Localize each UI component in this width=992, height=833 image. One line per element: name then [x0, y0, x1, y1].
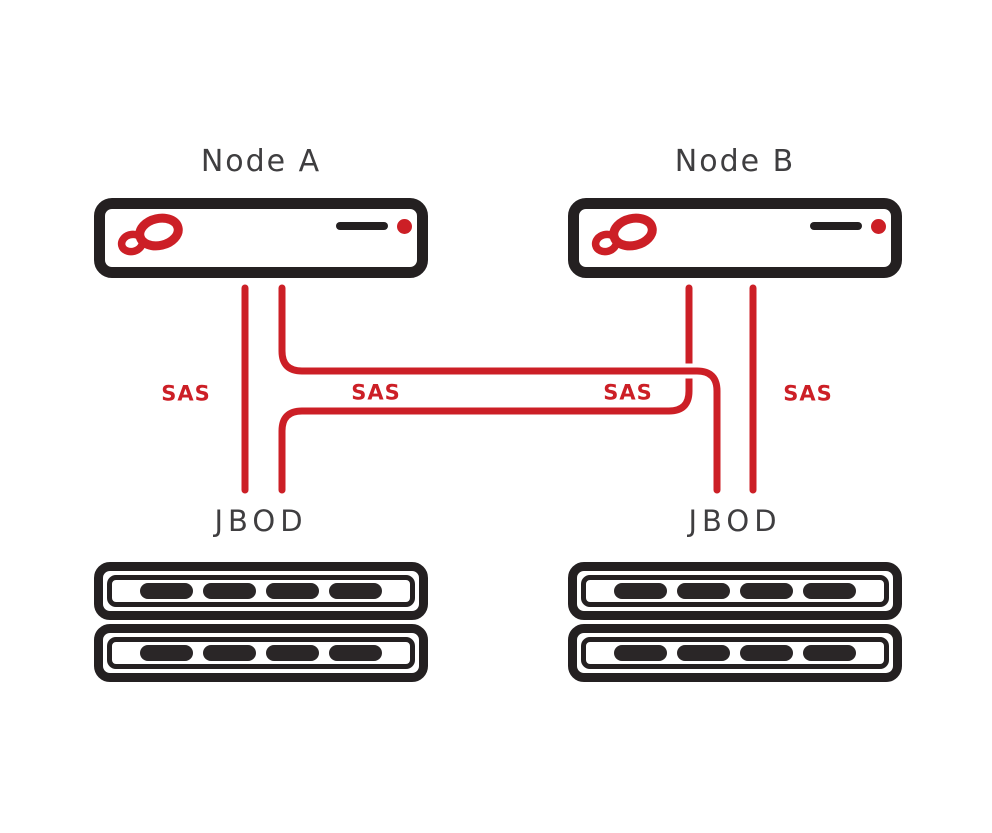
drive-bay [803, 583, 856, 599]
drive-bay [614, 645, 667, 661]
power-led-icon [397, 219, 412, 234]
jbod-b-shelf-1 [568, 562, 902, 620]
power-led-icon [871, 219, 886, 234]
drive-bay [740, 645, 793, 661]
drive-bay [140, 645, 193, 661]
drive-bay [203, 645, 256, 661]
sas-label-left-outer: SAS [161, 381, 211, 406]
node-b-chassis [568, 198, 902, 278]
drive-bay [140, 583, 193, 599]
jbod-a-label: JBOD [214, 504, 308, 538]
drive-bay [614, 583, 667, 599]
node-a-label: Node A [200, 144, 322, 179]
sas-label-left-inner: SAS [351, 380, 401, 405]
shelf-faceplate [581, 575, 889, 607]
drive-slot [810, 222, 862, 230]
drive-bay [203, 583, 256, 599]
drive-bay [677, 583, 730, 599]
drive-bay [266, 645, 319, 661]
cable-node-a-to-jbod-b [278, 284, 721, 494]
infinity-logo-icon [117, 213, 183, 256]
node-b-label: Node B [674, 144, 796, 179]
sas-label-right-inner: SAS [603, 380, 653, 405]
drive-bay [803, 645, 856, 661]
jbod-a-shelf-2 [94, 624, 428, 682]
shelf-faceplate [107, 575, 415, 607]
drive-bay [329, 583, 382, 599]
drive-slot [336, 222, 388, 230]
drive-bay [740, 583, 793, 599]
sas-label-right-outer: SAS [783, 381, 833, 406]
drive-bay [329, 645, 382, 661]
drive-bay [677, 645, 730, 661]
drive-bay [266, 583, 319, 599]
shelf-faceplate [581, 637, 889, 669]
jbod-a-shelf-1 [94, 562, 428, 620]
jbod-b-shelf-2 [568, 624, 902, 682]
infinity-logo-icon [591, 213, 657, 256]
node-a-chassis [94, 198, 428, 278]
shelf-faceplate [107, 637, 415, 669]
cable-node-b-to-jbod-a [278, 284, 693, 494]
jbod-b-label: JBOD [688, 504, 782, 538]
